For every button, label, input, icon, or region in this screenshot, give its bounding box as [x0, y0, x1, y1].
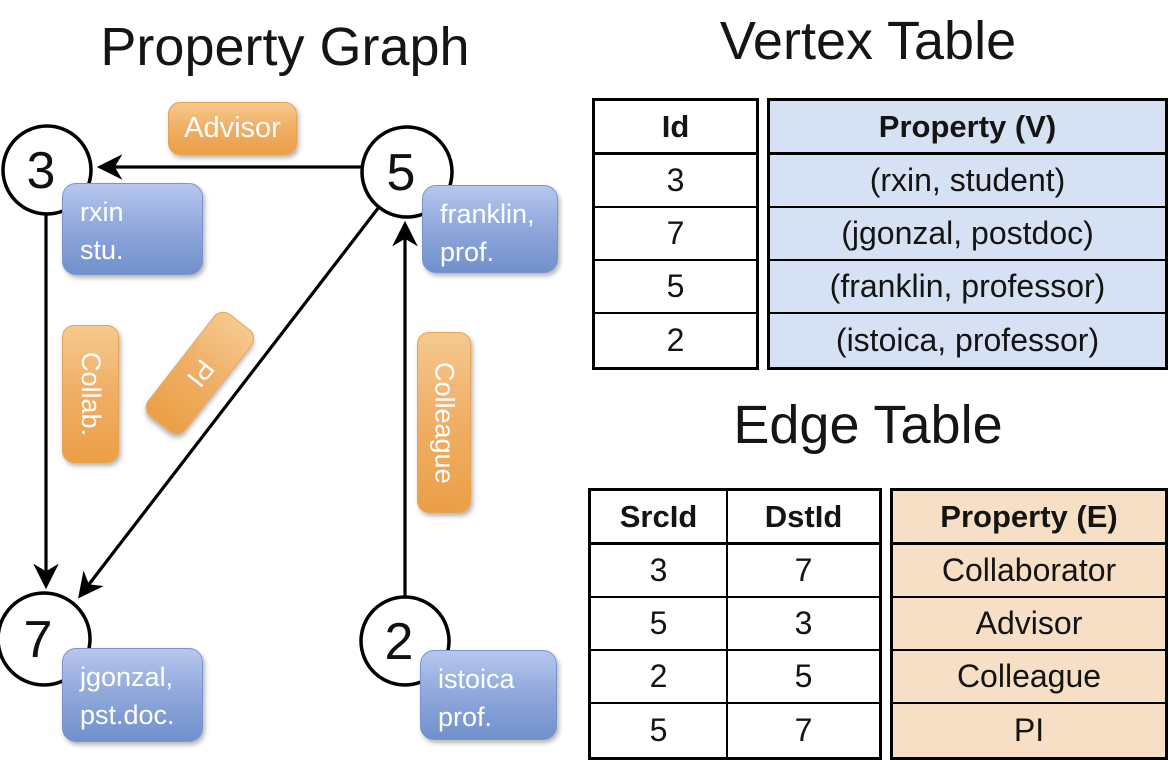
edge-table-id-row: 5 3: [591, 598, 879, 651]
vertex-id-cell: 2: [666, 322, 685, 358]
edge-dst-cell: 7: [794, 712, 813, 748]
vertex-table-id-column: Id 3 7 5 2: [592, 98, 759, 370]
edge-label-colleague: Colleague: [417, 332, 471, 513]
node-property-line: rxin: [80, 197, 124, 227]
edge-table-id-row: 3 7: [591, 545, 879, 598]
vertex-property-cell: (jgonzal, postdoc): [770, 208, 1165, 261]
edge-dst-cell: 5: [794, 658, 813, 694]
edge-dst-cell: 3: [794, 605, 813, 641]
edge-table-property-header: Property (E): [893, 491, 1165, 545]
edge-table-title: Edge Table: [733, 395, 1003, 455]
edge-property-cell: Colleague: [893, 651, 1165, 704]
node-property-line: stu.: [80, 235, 124, 266]
edge-table-src-header: SrcId: [591, 491, 728, 542]
edge-property-cell: Advisor: [893, 598, 1165, 651]
node-property-line: istoica: [438, 664, 515, 694]
node-label-2: 2: [385, 613, 414, 671]
vertex-property-cell: (franklin, professor): [770, 261, 1165, 314]
node-property-box-istoica: istoica prof.: [420, 650, 557, 740]
node-property-box-franklin: franklin, prof.: [422, 185, 558, 273]
edge-label-advisor: Advisor: [168, 102, 297, 155]
edge-table-dst-header: DstId: [764, 498, 843, 534]
node-label-5: 5: [387, 144, 416, 202]
edge-property-cell: PI: [893, 704, 1165, 757]
property-graph-title: Property Graph: [100, 17, 470, 77]
edge-table-property-column: Property (E) Collaborator Advisor Collea…: [890, 488, 1168, 760]
edge-label-collab: Collab.: [62, 325, 119, 463]
edge-src-cell: 3: [591, 545, 728, 596]
vertex-id-cell: 7: [595, 208, 756, 261]
vertex-property-cell: (istoica, professor): [770, 314, 1165, 367]
vertex-id-cell: 5: [595, 261, 756, 314]
node-property-box-jgonzal: jgonzal, pst.doc.: [62, 648, 203, 742]
node-label-7: 7: [24, 611, 53, 669]
edge-pi-arrow: [78, 206, 381, 599]
node-property-line: prof.: [440, 237, 495, 268]
edge-dst-cell: 7: [794, 552, 813, 588]
node-label-3: 3: [27, 142, 56, 200]
vertex-table-property-column: Property (V) (rxin, student) (jgonzal, p…: [767, 98, 1168, 370]
edge-table-id-header-row: SrcId DstId: [591, 491, 879, 545]
vertex-table-id-header: Id: [595, 101, 756, 155]
edge-src-cell: 2: [591, 651, 728, 702]
edge-property-cell: Collaborator: [893, 545, 1165, 598]
edge-src-cell: 5: [591, 704, 728, 757]
node-property-line: jgonzal,: [80, 662, 174, 692]
edge-table-id-columns: SrcId DstId 3 7 5 3 2 5 5 7: [588, 488, 882, 760]
edge-table-id-row: 2 5: [591, 651, 879, 704]
vertex-property-cell: (rxin, student): [770, 155, 1165, 208]
vertex-table-title: Vertex Table: [719, 11, 1017, 71]
edge-src-cell: 5: [591, 598, 728, 649]
node-property-line: franklin,: [440, 199, 535, 229]
property-graph-svg: 3 5 7 2: [0, 124, 454, 687]
edge-table-id-row: 5 7: [591, 704, 879, 757]
node-property-line: pst.doc.: [80, 700, 175, 731]
node-property-line: prof.: [438, 702, 493, 733]
node-property-box-rxin: rxin stu.: [62, 183, 203, 275]
vertex-table-property-header: Property (V): [770, 101, 1165, 155]
vertex-id-cell: 3: [595, 155, 756, 208]
